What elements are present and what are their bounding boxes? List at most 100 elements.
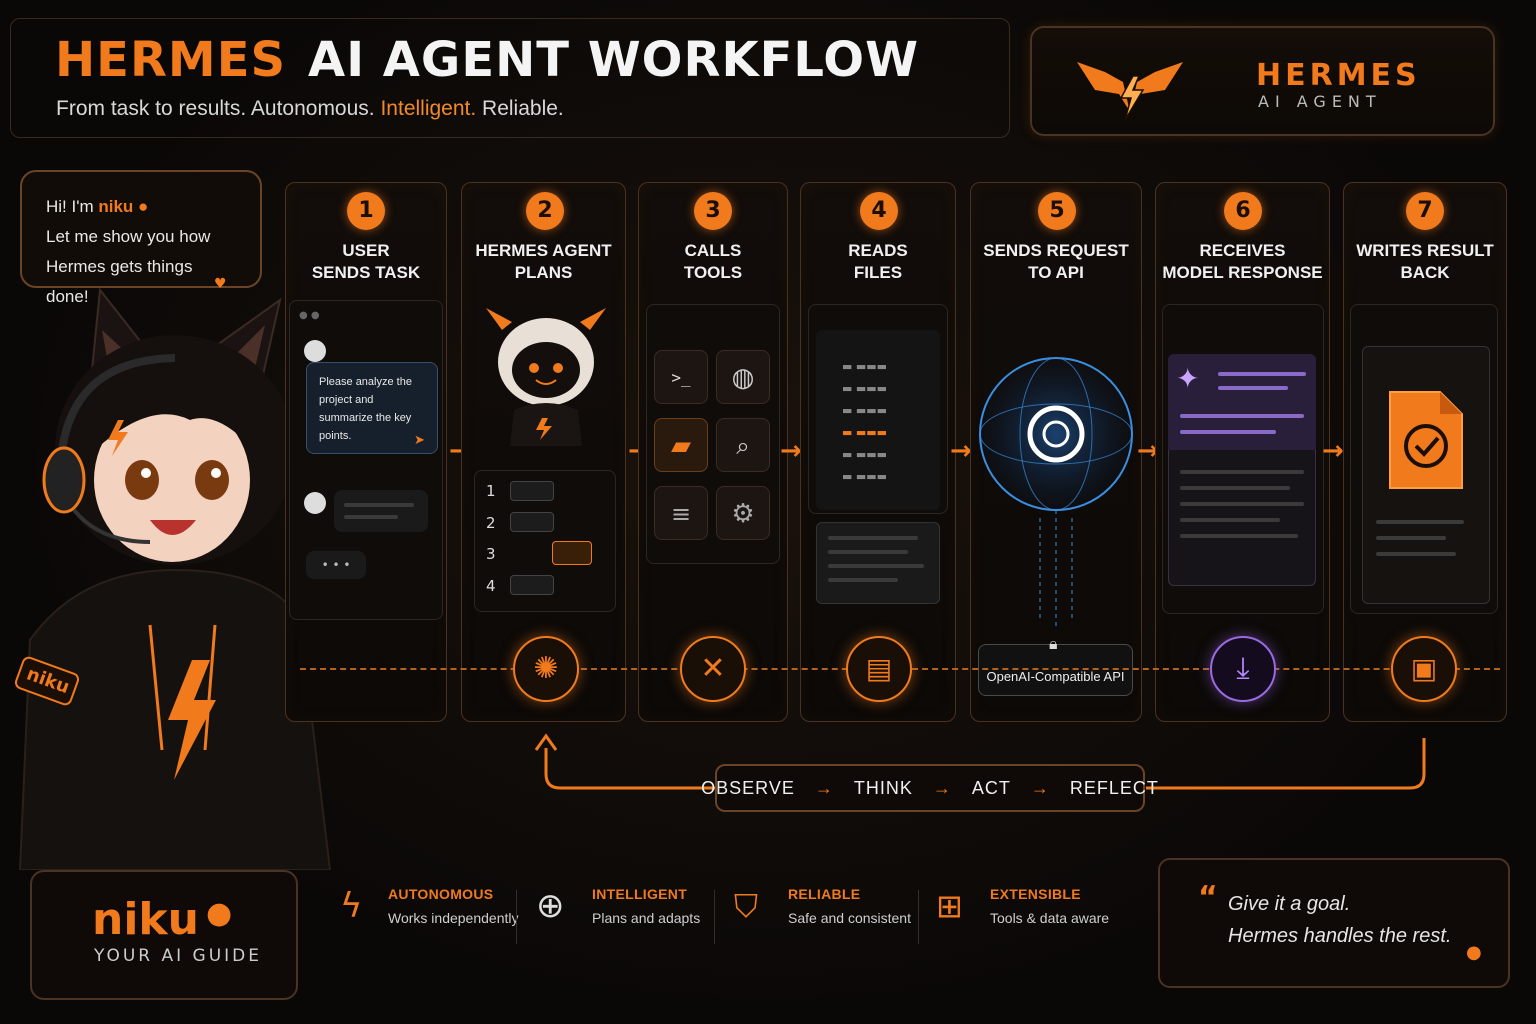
subtitle-part2: Reliable. [476,97,564,120]
paw-icon: ● [138,197,149,216]
shield-icon: ⛉ [734,886,759,925]
niku-card-sub: YOUR AI GUIDE [94,946,263,966]
step-5-number: 5 [1038,192,1076,230]
feedback-loop-line [534,733,1426,790]
quote-line2: Hermes handles the rest. [1228,925,1452,947]
niku-card-name: niku [92,894,199,945]
response-line [1180,414,1304,418]
bubble-line3: Hermes gets things done! [46,257,193,306]
logo-sub: AI AGENT [1258,92,1382,111]
reply-line [344,503,414,507]
flow-arrow: → [950,436,972,466]
feature-extensible: ⊞ EXTENSIBLE Tools & data aware [936,886,1109,926]
file-icon: ▤ [846,636,912,702]
target-icon: ⊕ [536,886,565,926]
plan-number: 4 [486,577,496,595]
divider [714,890,715,944]
step-2-card [461,182,626,722]
folder-icon[interactable]: ▰ [654,418,708,472]
api-globe-icon [979,357,1133,628]
reply-bubble [334,490,428,532]
title-brand: HERMES [55,32,287,88]
loop-act: ACT [971,777,1011,798]
step-4-label: READS FILES [800,240,956,284]
heart-icon: ♥ [214,276,227,292]
paw-icon: ● [1466,942,1482,963]
step-3-label: CALLS TOOLS [638,240,788,284]
plan-number: 1 [486,482,496,500]
plan-node-active [552,541,592,565]
step-7-number: 7 [1406,192,1444,230]
response-line [1180,430,1276,434]
hermes-robot-icon [486,308,606,446]
document-check-icon [1389,391,1463,489]
step-3-line1: CALLS [684,241,742,260]
bubble-name: niku [98,197,134,216]
step-1-number: 1 [347,192,385,230]
feature-desc: Plans and adapts [592,910,701,926]
niku-character-illustration: niku [14,287,431,870]
quote-line1: Give it a goal. [1228,893,1351,915]
step-4-line2: FILES [853,263,903,282]
file-tree [816,330,940,510]
step-6-label: RECEIVES MODEL RESPONSE [1155,240,1330,284]
loop-arrow: → [814,777,834,798]
step-6-number: 6 [1224,192,1262,230]
search-icon[interactable]: ⌕ [716,418,770,472]
step-3-line2: TOOLS [683,263,743,282]
quote-text: Give it a goal. Hermes handles the rest. [1228,888,1451,952]
title-rest: AI AGENT WORKFLOW [308,32,920,88]
flow-arrow: → [1137,436,1159,466]
plan-node [510,575,554,595]
step-3-number: 3 [694,192,732,230]
step-6-line2: MODEL RESPONSE [1162,263,1323,282]
sparkle-icon: ✦ [1176,362,1200,395]
chip-icon: ⊞ [936,887,963,925]
response-line [1218,372,1306,376]
plan-node [510,481,554,501]
step-7-line1: WRITES RESULT [1356,241,1494,260]
reply-line [344,515,398,519]
step-4-line1: READS [848,241,908,260]
file-tree-rows: ▬ ▬▬▬▬ ▬▬▬▬ ▬▬▬▬ ▬▬▬▬ ▬▬▬▬ ▬▬▬ [842,360,888,483]
response-line [1180,518,1280,522]
feature-title: EXTENSIBLE [990,886,1081,902]
response-header [1168,354,1316,450]
response-line [1180,502,1304,506]
divider [918,890,919,944]
step-6-line1: RECEIVES [1199,241,1286,260]
window-dots-icon: ● ● [299,310,320,321]
bubble-greeting: Hi! I'm [46,197,99,216]
response-line [1180,470,1304,474]
page-title: HERMES AI AGENT WORKFLOW [55,32,919,88]
preview-line [828,550,908,554]
hermes-wing-logo-icon [1077,62,1183,121]
gear-icon[interactable]: ⚙ [716,486,770,540]
lock-icon: 🔒︎ [1049,634,1058,653]
speech-bubble: Hi! I'm niku ● Let me show you how Herme… [20,170,262,306]
result-line [1376,552,1456,556]
feature-desc: Tools & data aware [990,910,1110,926]
terminal-icon[interactable]: >_ [654,350,708,404]
preview-line [828,536,918,540]
tools-icon: ✕ [680,636,746,702]
database-icon[interactable]: ≡ [654,486,708,540]
preview-line [828,578,898,582]
result-line [1376,520,1464,524]
globe-icon[interactable]: ◍ [716,350,770,404]
send-icon[interactable]: ➤ [414,433,425,448]
lightning-icon: ϟ [340,886,363,926]
feature-intelligent: ⊕ INTELLIGENT Plans and adapts [536,886,700,926]
niku-card [30,870,298,1000]
divider [516,890,517,944]
feature-title: AUTONOMOUS [388,886,494,902]
loop-cycle-box: OBSERVE → THINK → ACT → REFLECT [701,764,1158,812]
download-icon: ⤓ [1210,636,1276,702]
response-line [1180,534,1298,538]
logo-name: HERMES [1256,58,1421,93]
feature-title: INTELLIGENT [592,886,688,902]
